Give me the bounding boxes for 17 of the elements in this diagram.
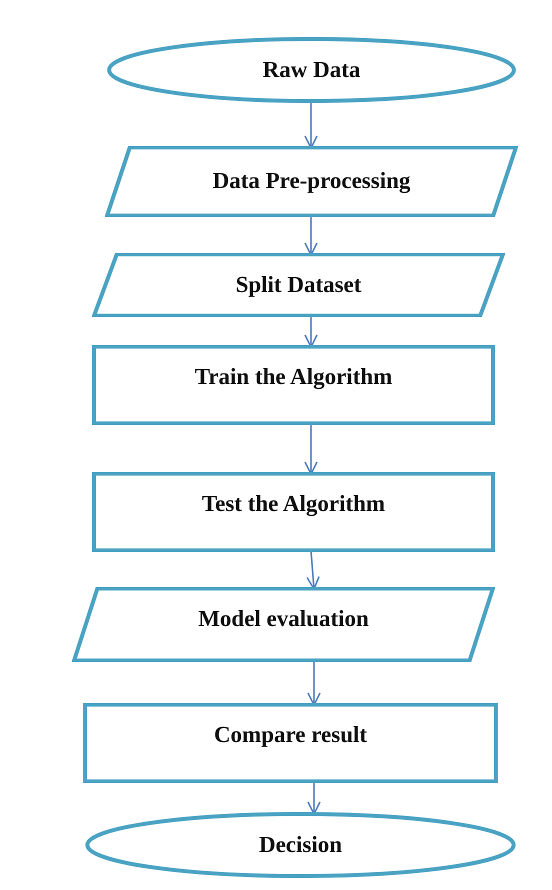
terminal-ellipse	[105, 37, 518, 103]
process-box	[92, 345, 495, 425]
step-label: Test the Algorithm	[202, 490, 386, 518]
step-label: Compare result	[214, 721, 368, 749]
step-label: Data Pre-processing	[212, 167, 410, 196]
step-label: Decision	[258, 830, 342, 859]
data-parallelogram	[92, 253, 505, 317]
process-box	[92, 472, 495, 552]
step-label: Model evaluation	[198, 605, 369, 633]
terminal-ellipse	[83, 812, 518, 878]
data-parallelogram	[72, 587, 495, 662]
step-label: Raw Data	[262, 56, 360, 84]
arrow	[307, 782, 321, 815]
step-label: Split Dataset	[236, 270, 362, 299]
process-box	[83, 703, 498, 783]
data-parallelogram	[105, 146, 518, 217]
step-label: Train the Algorithm	[194, 363, 392, 392]
